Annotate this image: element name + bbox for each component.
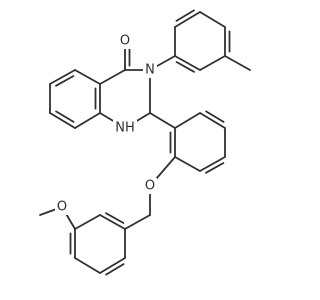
ether-oxygen-bg bbox=[143, 178, 157, 194]
methoxy-oxygen-bg bbox=[55, 199, 69, 215]
bond-c2-p1 bbox=[149, 112, 176, 129]
bond-p6-p1 bbox=[174, 112, 201, 129]
methoxy-oxygen-label: O bbox=[57, 200, 67, 215]
bond-layer bbox=[39, 9, 251, 276]
bond-p3-p4-double bbox=[205, 162, 225, 174]
bond-t5-t6-double bbox=[175, 9, 195, 22]
bond-p5-p6 bbox=[199, 112, 226, 129]
ring-nitrogen-label: N bbox=[145, 63, 155, 78]
bond-b6-b1-double bbox=[55, 75, 75, 87]
carbonyl-oxygen-label: O bbox=[120, 34, 130, 49]
bond-p2-p3 bbox=[174, 156, 201, 172]
molecule-canvas: O N NH O O bbox=[39, 9, 251, 276]
ring-nitrogen-bg bbox=[143, 62, 157, 78]
ether-oxygen-label: O bbox=[145, 179, 155, 194]
bond-t1-t2 bbox=[174, 55, 201, 71]
bond-p3-p4 bbox=[199, 156, 226, 172]
bond-m4-m5 bbox=[74, 257, 101, 274]
bond-t2-t3 bbox=[199, 55, 226, 71]
bond-b1-b2 bbox=[74, 69, 101, 85]
bond-t1-t2-double bbox=[175, 61, 195, 73]
bond-t5-t6 bbox=[174, 11, 201, 28]
chemical-structure: O N NH O O bbox=[39, 9, 251, 276]
bond-m2-m3 bbox=[74, 214, 101, 230]
amine-nitrogen-bg bbox=[113, 120, 137, 136]
bond-m1-m2 bbox=[99, 214, 126, 230]
bond-b3-b4 bbox=[74, 112, 101, 129]
atom-label-layer: O N NH O O bbox=[55, 33, 157, 215]
bond-ch2-m1 bbox=[124, 214, 151, 230]
bond-b6-b1 bbox=[49, 69, 76, 85]
bond-t3-tme bbox=[224, 55, 251, 71]
amine-nitrogen-label: NH bbox=[115, 121, 135, 136]
bond-m1-m2-double bbox=[105, 212, 125, 224]
bond-m5-m6-double bbox=[105, 263, 125, 276]
bond-m5-m6 bbox=[99, 257, 126, 274]
bond-p5-p6-double bbox=[205, 110, 225, 123]
carbonyl-oxygen-bg bbox=[118, 33, 132, 49]
bond-t4-t5 bbox=[199, 11, 226, 28]
bond-b2-c4 bbox=[99, 69, 126, 85]
bond-b4-b5 bbox=[49, 112, 76, 129]
bond-b4-b5-double bbox=[55, 110, 75, 123]
